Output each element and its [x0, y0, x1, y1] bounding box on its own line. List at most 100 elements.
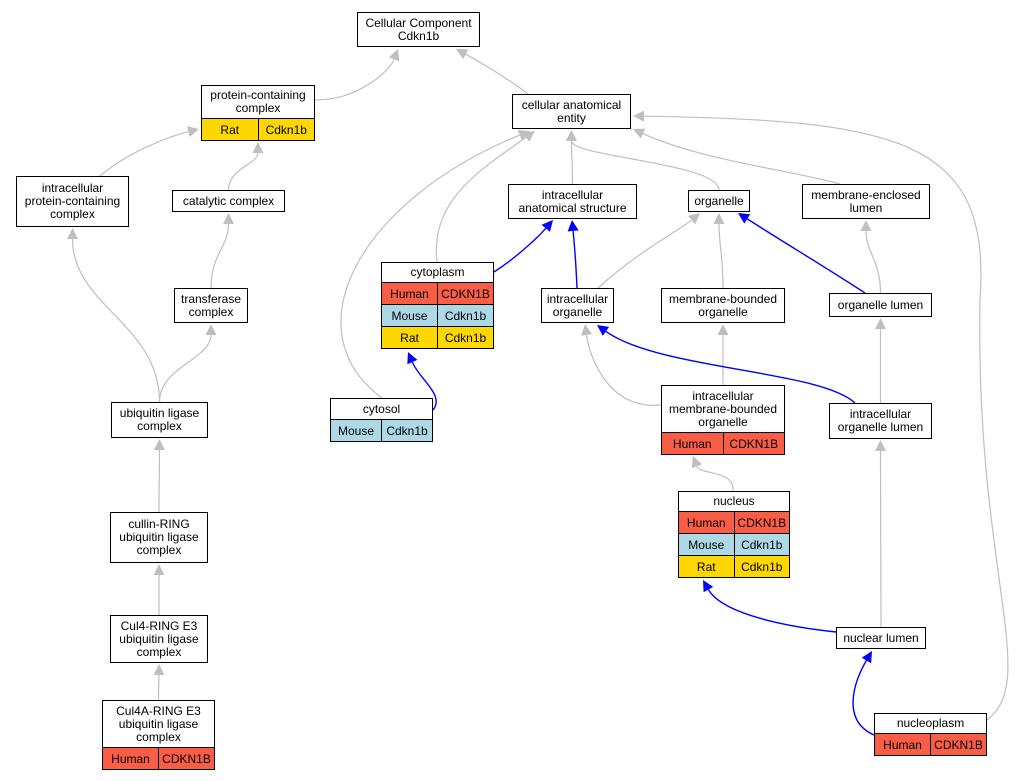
- arrowhead: [861, 651, 872, 664]
- edge-line: [411, 361, 437, 411]
- edge-cytosol-to-cytoplasm: [407, 352, 437, 411]
- arrowhead: [875, 440, 886, 451]
- species-name: Rat: [220, 122, 240, 137]
- arrowhead: [153, 564, 165, 575]
- node-label: nuclear lumen: [843, 630, 919, 645]
- edge-cellular-anatomical-entity-to-cellular-component: [456, 49, 529, 95]
- edge-cullin-ring-ubiquitin-ligase-complex-to-ubiquitin-ligase-complex: [154, 439, 165, 513]
- edge-intracellular-membrane-bounded-organelle-to-intracellular-organelle: [581, 324, 662, 406]
- node-cellular-component[interactable]: Cellular Component Cdkn1b: [357, 12, 480, 47]
- node-ubiquitin-ligase-complex[interactable]: ubiquitin ligase complex: [111, 402, 208, 438]
- species-name: Rat: [400, 330, 419, 345]
- gene-symbol: CDKN1B: [930, 734, 986, 755]
- node-label: Cul4-RING E3 ubiquitin ligase complex: [119, 618, 199, 659]
- edge-protein-containing-complex-to-cellular-component: [314, 49, 400, 101]
- arrowhead: [717, 324, 729, 335]
- arrowhead: [703, 580, 714, 593]
- edge-line: [465, 53, 529, 95]
- node-label: cullin-RING ubiquitin ligase complex: [119, 517, 199, 557]
- node-label: ubiquitin ligase complex: [119, 406, 200, 433]
- node-label: membrane-enclosed lumen: [811, 187, 921, 215]
- edge-line: [158, 334, 212, 403]
- edge-line: [227, 152, 259, 191]
- arrowhead: [205, 324, 217, 335]
- node-intracellular-organelle[interactable]: intracellular organelle: [541, 288, 614, 323]
- edge-organelle-lumen-to-membrane-enclosed-lumen: [860, 220, 882, 294]
- arrowhead: [223, 213, 234, 224]
- node-label: intracellular anatomical structure: [518, 187, 627, 215]
- arrowhead: [407, 352, 418, 365]
- arrowhead: [388, 49, 400, 62]
- edge-line: [585, 334, 662, 406]
- node-intracellular-protein-containing-complex[interactable]: intracellular protein-containing complex: [16, 176, 129, 227]
- edge-line: [707, 589, 837, 633]
- edge-line: [435, 136, 527, 263]
- edge-line: [746, 218, 866, 294]
- node-intracellular-membrane-bounded-organelle[interactable]: intracellular membrane-bounded organelle…: [661, 385, 785, 455]
- arrowhead: [154, 439, 165, 450]
- arrowhead: [187, 126, 199, 137]
- edge-cytoplasm-to-intracellular-anatomical-structure: [493, 220, 553, 273]
- node-transferase-complex[interactable]: transferase complex: [174, 288, 248, 323]
- edge-line: [718, 223, 724, 289]
- edge-nuclear-lumen-to-nucleus: [703, 580, 837, 633]
- gene-symbol: CDKN1B: [158, 748, 214, 769]
- node-cul4-ring-e3-ubiquitin-ligase-complex[interactable]: Cul4-RING E3 ubiquitin ligase complex: [110, 615, 208, 663]
- arrowhead: [875, 318, 886, 329]
- arrowhead: [633, 110, 645, 122]
- node-nuclear-lumen[interactable]: nuclear lumen: [836, 627, 926, 649]
- species-name: Human: [111, 751, 150, 766]
- node-intracellular-anatomical-structure[interactable]: intracellular anatomical structure: [508, 184, 637, 219]
- node-membrane-bounded-organelle[interactable]: membrane-bounded organelle: [661, 288, 785, 323]
- node-label: cytoplasm: [410, 265, 465, 279]
- node-label: Cellular Component Cdkn1b: [365, 15, 472, 43]
- species-name: Mouse: [391, 308, 428, 323]
- gene-symbol: Cdkn1b: [733, 556, 790, 577]
- arrowhead: [713, 213, 725, 224]
- edge-nucleoplasm-to-nuclear-lumen: [852, 651, 875, 736]
- arrowhead: [252, 142, 264, 153]
- edge-line: [696, 465, 734, 492]
- node-label: protein-containing complex: [210, 88, 306, 115]
- edge-line: [493, 227, 547, 273]
- edge-line: [852, 660, 875, 736]
- gene-symbol: CDKN1B: [437, 283, 493, 304]
- node-label: nucleus: [713, 494, 755, 508]
- edge-line: [340, 134, 521, 399]
- node-label: organelle: [694, 193, 744, 208]
- gene-symbol: CDKN1B: [722, 433, 785, 454]
- node-membrane-enclosed-lumen[interactable]: membrane-enclosed lumen: [802, 184, 930, 219]
- edge-ubiquitin-ligase-complex-to-transferase-complex: [158, 324, 217, 403]
- node-label: intracellular organelle: [546, 291, 609, 319]
- arrowhead: [860, 220, 872, 231]
- arrowhead: [633, 128, 646, 139]
- species-row-human: Human CDKN1B: [103, 747, 214, 769]
- node-catalytic-complex[interactable]: catalytic complex: [172, 190, 285, 212]
- node-intracellular-organelle-lumen[interactable]: intracellular organelle lumen: [829, 403, 932, 439]
- edge-catalytic-complex-to-protein-containing-complex: [227, 142, 264, 191]
- edge-cul4a-ring-e3-ubiquitin-ligase-complex-to-cul4-ring-e3-ubiquitin-ligase-complex: [153, 664, 165, 701]
- edge-line: [158, 449, 161, 513]
- arrowhead: [581, 324, 592, 336]
- species-name: Mouse: [337, 423, 375, 438]
- node-label: organelle lumen: [837, 297, 924, 312]
- arrowhead: [517, 130, 530, 141]
- node-organelle[interactable]: organelle: [688, 190, 750, 212]
- node-cullin-ring-ubiquitin-ligase-complex[interactable]: cullin-RING ubiquitin ligase complex: [110, 512, 208, 563]
- node-label: catalytic complex: [182, 193, 275, 208]
- node-cellular-anatomical-entity[interactable]: cellular anatomical entity: [512, 94, 631, 129]
- edge-line: [314, 59, 395, 101]
- node-organelle-lumen[interactable]: organelle lumen: [829, 293, 932, 317]
- edge-nucleus-to-intracellular-membrane-bounded-organelle: [691, 456, 734, 492]
